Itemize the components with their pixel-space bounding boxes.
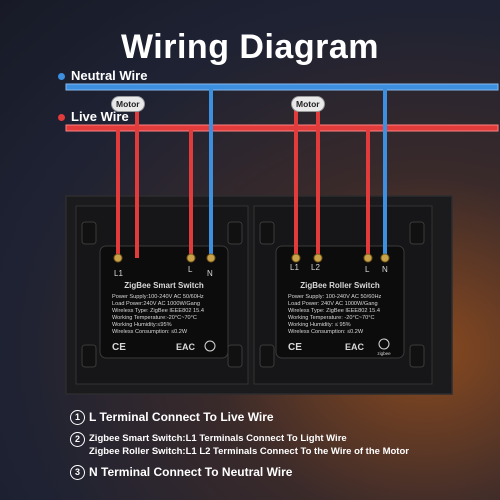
instruction-list: 1 L Terminal Connect To Live Wire 2 Zigb… — [70, 410, 409, 487]
step-number: 2 — [70, 432, 85, 447]
legend-live: Live Wire — [58, 109, 129, 124]
mount-ear — [227, 344, 243, 368]
module-smart-switch — [99, 245, 229, 359]
mount-ear — [227, 221, 243, 245]
motor-tag: Motor — [291, 96, 325, 112]
neutral-dot-icon — [58, 73, 65, 81]
live-bus-wire — [65, 124, 499, 132]
mount-ear — [409, 221, 425, 245]
spec-line: Wireless Type: ZigBee IEEE802 15.4 — [288, 308, 380, 314]
spec-line: Wireless Consumption: ≤0.2W — [112, 329, 188, 335]
terminal-screw — [313, 253, 323, 263]
terminal-screw — [380, 253, 390, 263]
spec-line: Wireless Type: ZigBee IEEE802 15.4 — [112, 308, 204, 314]
terminal-label: L2 — [311, 263, 320, 272]
zigbee-logo-icon — [204, 340, 216, 352]
step-text: N Terminal Connect To Neutral Wire — [89, 465, 293, 479]
legend-live-label: Live Wire — [71, 109, 129, 124]
legend-neutral: Neutral Wire — [58, 68, 147, 83]
motor-tag: Motor — [111, 96, 145, 112]
ce-mark-icon: CE — [112, 342, 126, 353]
spec-line: Working Humidity:≤95% — [112, 322, 172, 328]
spec-line: Wireless Consumption: ≤0.2W — [288, 329, 364, 335]
step-text: Zigbee Roller Switch:L1 L2 Terminals Con… — [89, 446, 409, 457]
terminal-label: L — [188, 265, 193, 274]
step-number: 3 — [70, 465, 85, 480]
spec-line: Power Supply:100-240V AC 50/60Hz — [112, 294, 204, 300]
mount-ear — [259, 221, 275, 245]
terminal-screw — [113, 253, 123, 263]
diagram-title: Wiring Diagram — [121, 28, 379, 66]
spec-line: Load Power:240V AC 1000W/Gang — [112, 301, 200, 307]
spec-line: Load Power: 240V AC 1000W/Gang — [288, 301, 378, 307]
instruction-step: 2 Zigbee Smart Switch:L1 Terminals Conne… — [70, 432, 409, 458]
terminal-label: L — [365, 265, 370, 274]
terminal-screw — [291, 253, 301, 263]
step-number: 1 — [70, 410, 85, 425]
legend-neutral-label: Neutral Wire — [71, 68, 148, 83]
zigbee-logo-icon — [378, 338, 390, 350]
instruction-step: 3 N Terminal Connect To Neutral Wire — [70, 465, 409, 480]
eac-mark-icon: EAC — [345, 342, 365, 352]
terminal-screw — [206, 253, 216, 263]
terminal-label: L1 — [114, 269, 123, 278]
terminal-label: L1 — [290, 263, 299, 272]
spec-line: Working Temperature: -20°C~70°C — [288, 315, 375, 321]
terminal-label: N — [382, 265, 388, 274]
terminal-label: N — [207, 269, 213, 278]
ce-mark-icon: CE — [288, 342, 302, 353]
spec-line: Power Supply: 100-240V AC 50/60Hz — [288, 294, 381, 300]
eac-mark-icon: EAC — [176, 342, 196, 352]
terminal-screw — [186, 253, 196, 263]
zigbee-label: zigbee — [377, 351, 391, 356]
module-name: ZigBee Smart Switch — [124, 281, 204, 290]
module-name: ZigBee Roller Switch — [300, 281, 380, 290]
mount-ear — [81, 344, 97, 368]
mount-ear — [259, 344, 275, 368]
step-text: Zigbee Smart Switch:L1 Terminals Connect… — [89, 433, 347, 444]
module-roller-switch — [275, 245, 405, 359]
spec-line: Working Temperature:-20°C~70°C — [112, 315, 197, 321]
instruction-step: 1 L Terminal Connect To Live Wire — [70, 410, 409, 425]
terminal-screw — [363, 253, 373, 263]
spec-line: Working Humidity: ≤ 95% — [288, 322, 351, 328]
mount-ear — [409, 344, 425, 368]
mount-ear — [81, 221, 97, 245]
step-text: L Terminal Connect To Live Wire — [89, 410, 274, 424]
neutral-bus-wire — [65, 83, 499, 91]
live-dot-icon — [58, 114, 65, 122]
